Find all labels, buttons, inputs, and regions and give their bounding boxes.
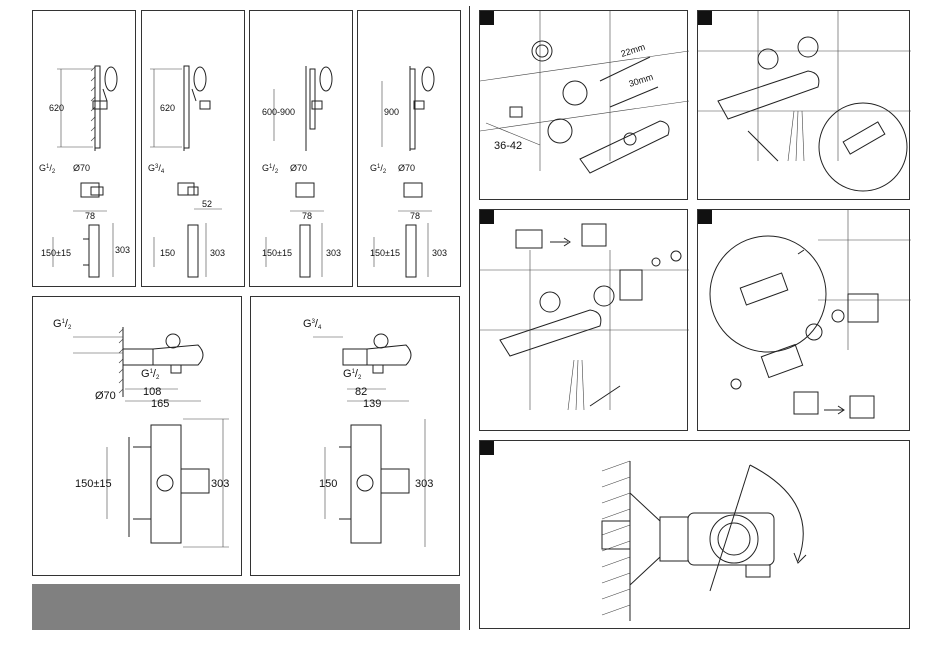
bath-mixer-drawing-2: G3/4 G1/2 82 139 150 303 [251,297,461,577]
step-1-drawing: 22mm 30mm 36-42 [480,11,689,201]
dim-center: 150±15 [370,248,400,258]
dim-d2: 139 [363,398,381,410]
shower-set-panel-2: 620 G3/4 52 150 303 [141,10,245,287]
dim-center: 150±15 [41,248,71,258]
thread-label: G1/2 [370,163,387,175]
step-marker [480,210,494,224]
dim-center: 150±15 [75,478,112,490]
shower-set-drawing-4: 900 G1/2 Ø70 78 150±15 303 [358,11,462,288]
dim-center: 150 [319,478,337,490]
dim-d2: 165 [151,398,169,410]
dim-offset: 78 [302,211,312,221]
footer-bar [32,584,460,630]
dim-range: 36-42 [494,140,522,152]
dim-height: 600-900 [262,107,295,117]
shower-set-panel-1: 620 G1/2 Ø70 78 150±15 303 [32,10,136,287]
dim-height: 620 [49,103,64,113]
dim-total: 303 [115,245,130,255]
step-panel-4 [697,209,910,431]
bath-mixer-drawing-1: G1/2 G1/2 108 165 Ø70 150±15 303 [33,297,243,577]
thread-spout-label: G1/2 [141,368,160,381]
step-panel-2 [697,10,910,200]
thread-spout-label: G1/2 [343,368,362,381]
dim-center: 150±15 [262,248,292,258]
shower-set-panel-3: 600-900 G1/2 Ø70 78 150±15 303 [249,10,353,287]
step-4-drawing [698,210,911,432]
dim-total: 303 [210,248,225,258]
shower-set-drawing-2: 620 G3/4 52 150 303 [142,11,246,288]
dim-offset: 78 [85,211,95,221]
dim-offset: 78 [410,211,420,221]
dim-total: 303 [326,248,341,258]
dim-total: 303 [432,248,447,258]
dim-center: 150 [160,248,175,258]
shower-set-drawing-3: 600-900 G1/2 Ø70 78 150±15 303 [250,11,354,288]
dim-d1: 82 [355,386,367,398]
dim-height: 620 [160,103,175,113]
step-3-drawing [480,210,689,432]
dim-diameter: Ø70 [95,390,116,402]
dim-diameter: Ø70 [73,163,90,173]
step-marker [480,441,494,455]
thread-label: G1/2 [39,163,56,175]
wrench-size-2: 30mm [628,72,655,89]
dim-d1: 108 [143,386,161,398]
bath-mixer-panel-2: G3/4 G1/2 82 139 150 303 [250,296,460,576]
step-panel-5 [479,440,910,629]
shower-set-panel-4: 900 G1/2 Ø70 78 150±15 303 [357,10,461,287]
dim-diameter: Ø70 [290,163,307,173]
thread-label: G1/2 [262,163,279,175]
thread-top-label: G3/4 [303,318,322,331]
step-5-drawing [480,441,911,630]
shower-set-drawing-1: 620 G1/2 Ø70 78 150±15 303 [33,11,137,288]
step-marker [698,11,712,25]
bath-mixer-panel-1: G1/2 G1/2 108 165 Ø70 150±15 303 [32,296,242,576]
wrench-size-1: 22mm [620,42,647,59]
step-panel-3 [479,209,688,431]
dim-total: 303 [415,478,433,490]
thread-label: G3/4 [148,163,165,175]
step-2-drawing [698,11,911,201]
dim-diameter: Ø70 [398,163,415,173]
step-marker [480,11,494,25]
dim-total: 303 [211,478,229,490]
page-divider [469,6,470,630]
thread-top-label: G1/2 [53,318,72,331]
dim-offset: 52 [202,199,212,209]
step-marker [698,210,712,224]
dim-height: 900 [384,107,399,117]
step-panel-1: 22mm 30mm 36-42 [479,10,688,200]
